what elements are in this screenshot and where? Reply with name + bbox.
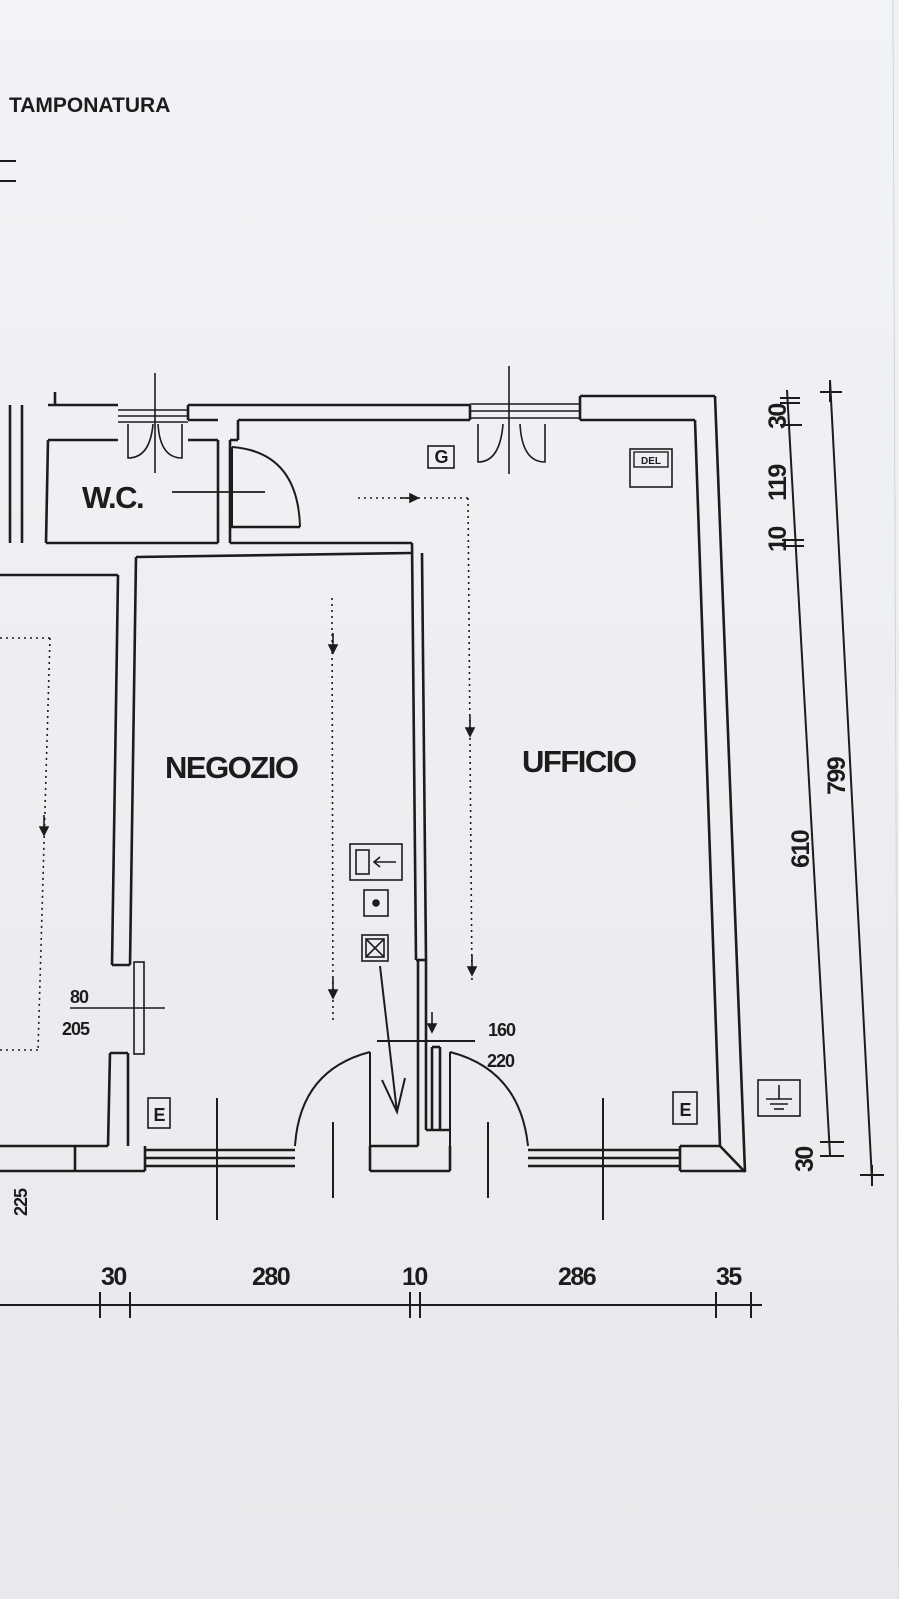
plan-title: TAMPONATURA <box>9 94 170 117</box>
dim-bottom-0: 30 <box>101 1263 126 1291</box>
main-door-width: 160 <box>488 1020 516 1040</box>
main-door-height: 220 <box>487 1051 515 1071</box>
exit-right-icon: E <box>672 1091 698 1125</box>
switchboard-icon <box>361 934 389 962</box>
exit-left-label: E <box>153 1105 165 1125</box>
dim-bottom-1: 280 <box>252 1263 290 1291</box>
left-height-mark: 225 <box>11 1188 31 1216</box>
ground-symbol-icon <box>757 1079 801 1117</box>
left-door-height: 205 <box>62 1019 90 1039</box>
flow-arrows <box>38 492 478 1034</box>
room-label-wc: W.C. <box>82 480 143 515</box>
dim-right-main: 610 <box>787 830 815 868</box>
dim-bottom-2: 10 <box>402 1263 427 1291</box>
electrical-panel-icon <box>349 843 403 881</box>
meter-label: DEL <box>641 456 661 467</box>
room-label-negozio: NEGOZIO <box>165 750 298 785</box>
doors <box>216 446 604 1220</box>
dim-right-mid: 10 <box>764 527 792 552</box>
exit-left-icon: E <box>147 1097 171 1129</box>
socket-icon <box>363 889 389 917</box>
dim-right-bottom: 30 <box>791 1147 819 1172</box>
walls <box>0 392 747 1173</box>
windows <box>70 366 580 1055</box>
dim-right-upper: 119 <box>764 465 792 501</box>
gas-label: G <box>434 447 447 467</box>
right-dimension-lines <box>780 379 884 1186</box>
bottom-dimension-line <box>0 1292 762 1318</box>
dim-right-top: 30 <box>764 404 792 429</box>
left-door-width: 80 <box>70 987 89 1007</box>
dim-bottom-4: 35 <box>716 1263 742 1291</box>
dim-bottom-3: 286 <box>558 1263 596 1291</box>
gas-symbol-icon: G <box>427 445 455 469</box>
meter-symbol-icon: DEL <box>629 448 673 488</box>
dim-right-total: 799 <box>823 757 851 795</box>
exit-right-label: E <box>679 1100 691 1120</box>
room-label-ufficio: UFFICIO <box>522 744 636 779</box>
